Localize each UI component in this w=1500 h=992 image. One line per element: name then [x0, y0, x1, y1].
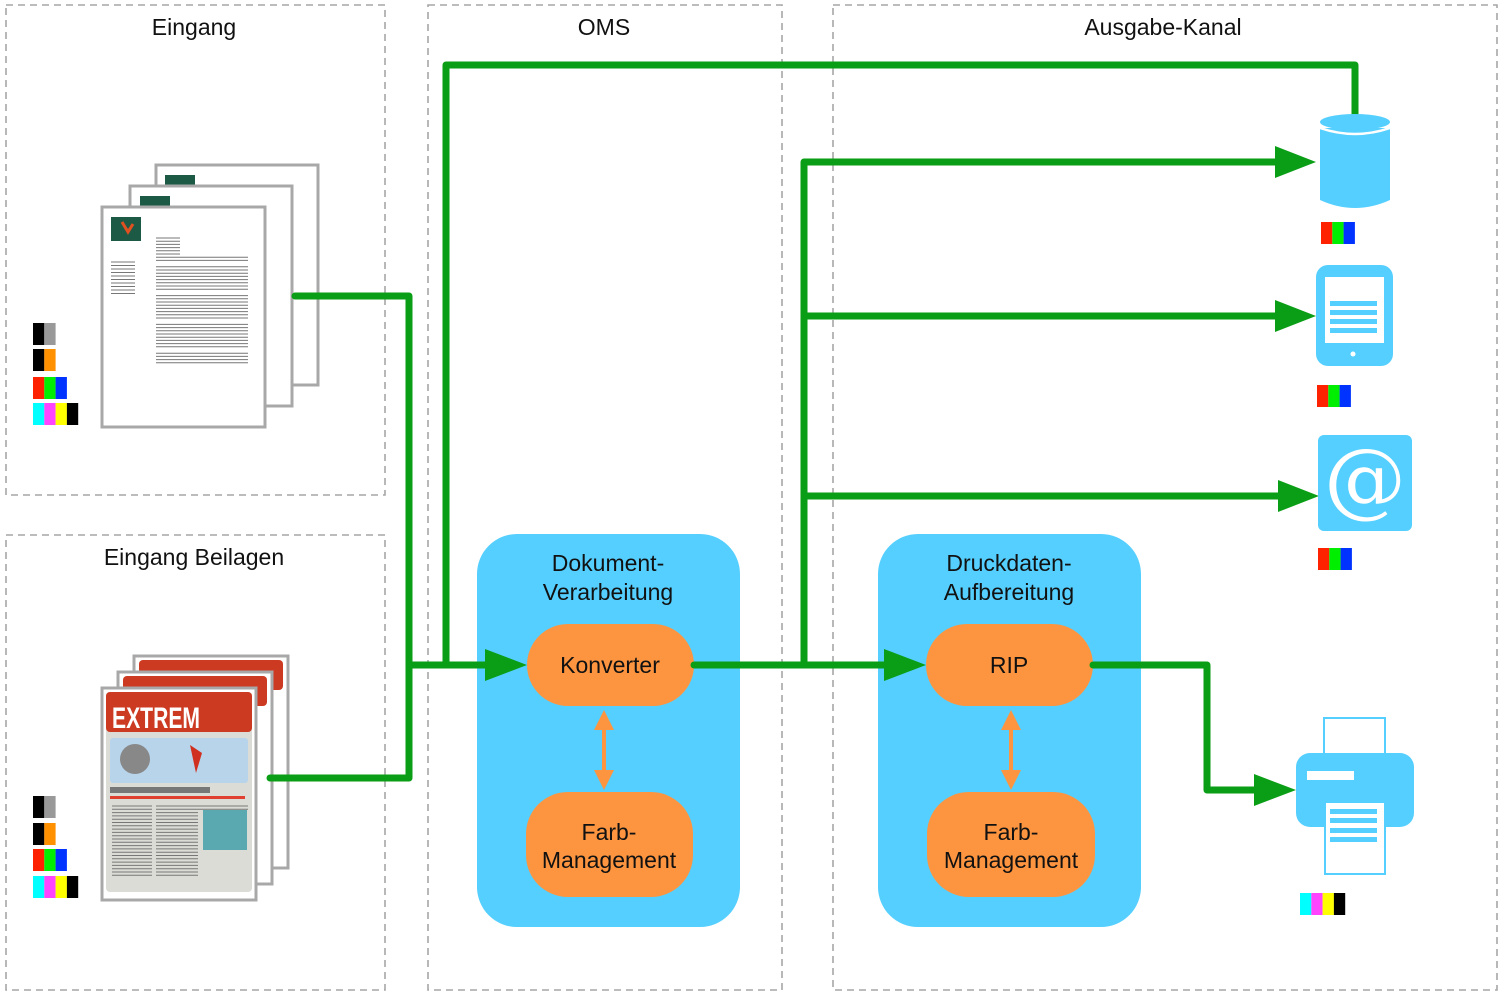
svg-text:@: @ [1324, 432, 1406, 527]
node-label: Management [542, 847, 677, 873]
color-swatch [1300, 893, 1346, 915]
color-swatch [33, 323, 56, 345]
lane-ausgabe-kanal [832, 4, 1498, 991]
color-swatch [33, 876, 79, 898]
bidirectional-arrow [594, 710, 614, 790]
node-label: Farb- [984, 819, 1039, 845]
rip-node [926, 624, 1093, 706]
arrowhead [1278, 480, 1319, 512]
lane-eingang [5, 4, 386, 496]
arrowhead [1275, 146, 1316, 178]
color-swatch [33, 796, 56, 818]
arrowhead [1275, 300, 1316, 332]
box-title: Dokument- [552, 550, 664, 576]
color-swatch [1318, 548, 1352, 570]
lane-oms [427, 4, 783, 991]
lane-title-beilagen: Eingang Beilagen [104, 544, 284, 570]
lane-eingang-beilagen [5, 534, 386, 991]
color-swatch [33, 349, 56, 371]
tablet-icon [1316, 265, 1393, 366]
node-label: RIP [990, 652, 1028, 678]
arrowhead [884, 649, 926, 681]
color-swatch [33, 849, 67, 871]
lane-title-oms: OMS [578, 14, 630, 40]
box-title: Druckdaten- [946, 550, 1071, 576]
magazine-documents-thumbnail: EXTREM [100, 654, 290, 902]
color-swatch [1321, 222, 1355, 244]
bidirectional-arrow [1001, 710, 1021, 790]
lane-title-eingang: Eingang [152, 14, 236, 40]
arrowhead [1254, 774, 1296, 806]
magazine-title: EXTREM [112, 702, 200, 735]
database-icon [1319, 114, 1391, 208]
email-at-icon: @ [1318, 432, 1412, 531]
farbmanagement-node-1 [526, 792, 693, 897]
box-title: Verarbeitung [543, 579, 673, 605]
printer-icon [1296, 717, 1414, 875]
farbmanagement-node-2 [927, 792, 1095, 897]
color-swatch [33, 377, 67, 399]
arrowhead [485, 649, 527, 681]
color-swatch [33, 823, 56, 845]
box-title: Aufbereitung [944, 579, 1074, 605]
node-label: Management [944, 847, 1079, 873]
konverter-node [527, 624, 694, 706]
node-label: Konverter [560, 652, 660, 678]
node-label: Farb- [582, 819, 637, 845]
color-swatch [33, 403, 79, 425]
lane-title-ausgabe: Ausgabe-Kanal [1084, 14, 1241, 40]
color-space-swatches [33, 222, 1355, 915]
color-swatch [1317, 385, 1351, 407]
letter-documents-thumbnail [100, 163, 320, 429]
flow-lines [266, 61, 1359, 806]
